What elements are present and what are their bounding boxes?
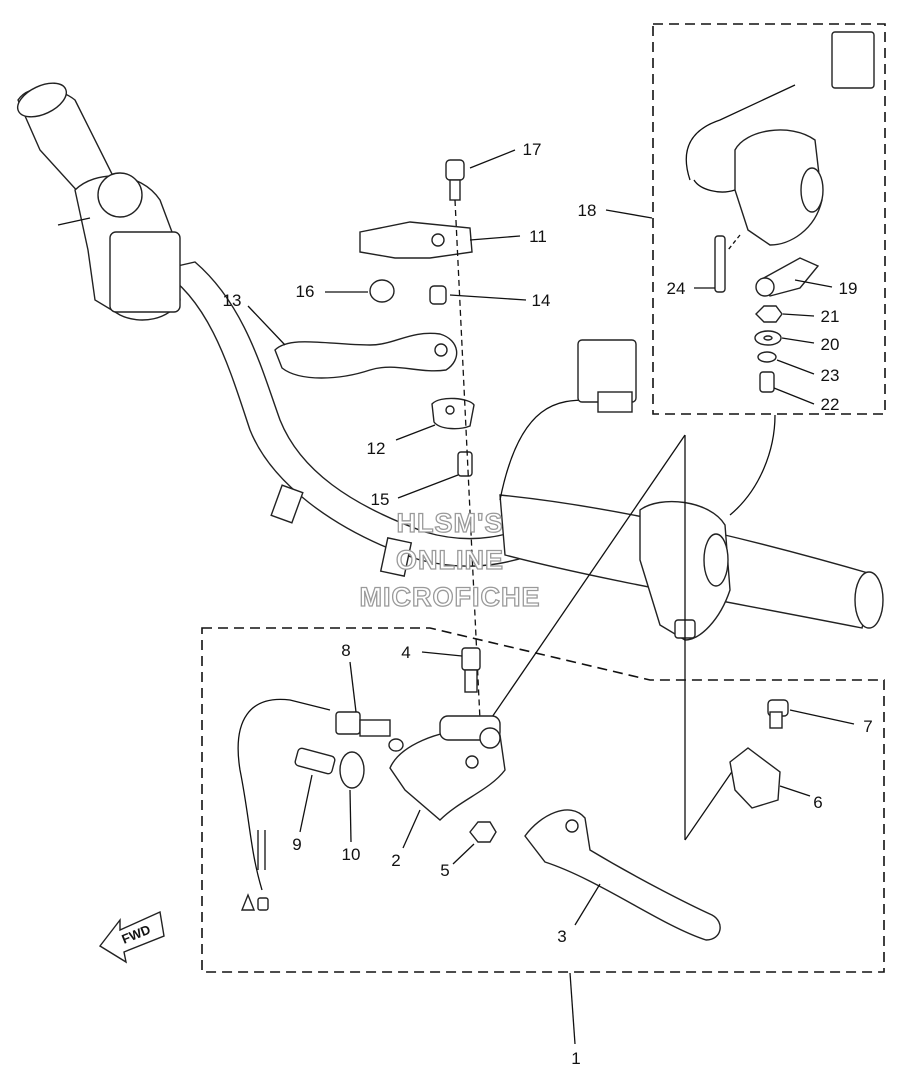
- part-11-holder: [359, 221, 473, 259]
- left-grip-assembly: [17, 82, 181, 321]
- part-6-clamp: [729, 747, 781, 809]
- callout-5: 5: [440, 861, 449, 880]
- part-15-screw: [457, 451, 473, 477]
- callout-4: 4: [401, 643, 410, 662]
- callout-7: 7: [863, 717, 872, 736]
- callout-13: 13: [223, 291, 242, 310]
- callout-23: 23: [821, 366, 840, 385]
- part-19-clamp: [755, 257, 820, 297]
- callout-10: 10: [342, 845, 361, 864]
- part-7-bolt: [767, 699, 789, 729]
- part-13-lever: [274, 332, 458, 379]
- callout-1: 1: [571, 1049, 580, 1068]
- part-9-adjuster-bolt: [294, 747, 336, 775]
- watermark-line3: MICROFICHE: [360, 582, 541, 612]
- callout-12: 12: [367, 439, 386, 458]
- callout-2: 2: [391, 851, 400, 870]
- part-18-switch: [685, 31, 875, 251]
- part-14-collar: [429, 285, 447, 305]
- assembly-leaders: [454, 199, 741, 841]
- callout-numbers: 1 2 3 4 5 6 7 8 9 10 11 12 13 14 15 16 1…: [223, 140, 873, 1068]
- part-23-washer: [757, 351, 777, 363]
- callout-3: 3: [557, 927, 566, 946]
- callout-11: 11: [529, 227, 547, 246]
- callout-leaders: [247, 149, 855, 1045]
- part-4-pivot-bolt: [461, 647, 481, 693]
- part-5-nut: [469, 821, 497, 843]
- part-3-lever: [524, 809, 721, 941]
- part-22-screw: [759, 371, 775, 393]
- part-12-bracket: [431, 397, 475, 430]
- switch-assembly-box: [652, 23, 886, 415]
- fwd-arrow: FWD: [98, 910, 165, 964]
- callout-16: 16: [296, 282, 315, 301]
- part-2-lever-holder: [389, 715, 506, 821]
- callout-6: 6: [813, 793, 822, 812]
- callout-15: 15: [371, 490, 390, 509]
- watermark-line1: HLSM'S: [397, 508, 504, 538]
- callout-24: 24: [667, 279, 686, 298]
- lever-assembly-box: [201, 627, 885, 973]
- part-17-bolt: [445, 159, 465, 201]
- watermark-line2: ONLINE: [396, 545, 504, 575]
- watermark: HLSM'S ONLINE MICROFICHE: [359, 507, 541, 612]
- callout-9: 9: [292, 835, 301, 854]
- bar-knurling: [270, 484, 413, 577]
- callout-20: 20: [821, 335, 840, 354]
- part-8-cable-switch: [237, 698, 404, 911]
- callout-8: 8: [341, 641, 350, 660]
- center-connector: [499, 339, 637, 501]
- part-20-washer: [754, 330, 782, 346]
- callout-21: 21: [821, 307, 840, 326]
- part-10-locknut: [339, 751, 365, 789]
- part-16-cap: [369, 279, 395, 303]
- part-24-screw: [714, 235, 726, 293]
- callout-19: 19: [839, 279, 858, 298]
- callout-22: 22: [821, 395, 840, 414]
- callout-14: 14: [532, 291, 551, 310]
- callout-17: 17: [523, 140, 542, 159]
- part-21-nut: [755, 305, 783, 323]
- callout-18: 18: [578, 201, 597, 220]
